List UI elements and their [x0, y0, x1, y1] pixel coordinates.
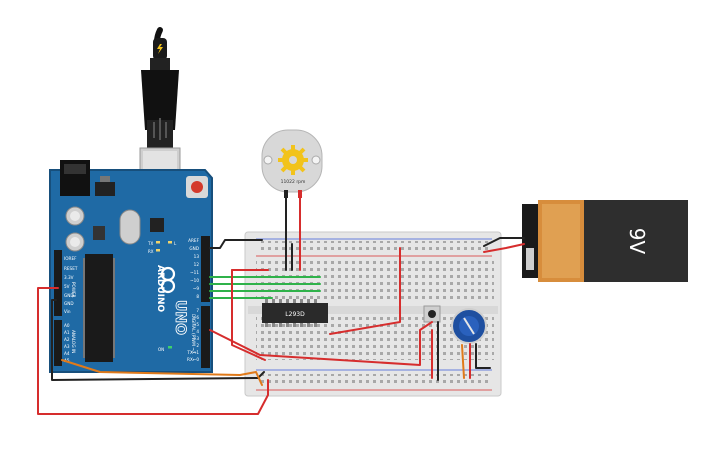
digital-pin-9: ~9 [193, 286, 200, 291]
digital-pin-11: ~11 [190, 270, 199, 275]
digital-pin-13: 13 [194, 254, 200, 259]
tx-led-label: TX [147, 241, 153, 246]
power-pin-vin: Vin [64, 309, 71, 314]
digital-pin-2: 2 [196, 343, 199, 348]
wire-red-vcc[interactable] [231, 269, 266, 361]
l293d-chip[interactable]: L293D [262, 299, 328, 327]
wire-5v-rail[interactable] [37, 287, 269, 415]
battery-voltage-label: 9V [625, 228, 649, 255]
analog-pin-a0: A0 [64, 323, 70, 328]
analog-pin-a1: A1 [64, 330, 70, 335]
analog-pin-a4: A4 [64, 351, 70, 356]
battery-9v[interactable]: 9V [522, 200, 688, 282]
terminal-strip-top[interactable] [256, 260, 494, 302]
wire-arduino-gnd[interactable] [209, 239, 263, 249]
power-header[interactable] [54, 250, 62, 316]
crystal-oscillator [119, 209, 141, 245]
digital-pin-1: TX→1 [186, 350, 199, 355]
l-led-label: L [174, 241, 177, 246]
power-pin-5v: 5V [64, 284, 70, 289]
potentiometer[interactable] [451, 308, 487, 344]
arduino-model: UNO [172, 300, 188, 335]
usb-cable[interactable] [139, 27, 181, 187]
atmega-chip [85, 254, 113, 362]
power-pin-reset: RESET [64, 266, 78, 271]
analog-pin-a2: A2 [64, 337, 70, 342]
ic-label: L293D [285, 311, 305, 318]
power-pin-3v3: 3.3V [64, 275, 74, 280]
motor-rpm-readout: 11022 rpm [281, 179, 306, 185]
lightning-icon [157, 44, 163, 54]
wire-gnd-rail[interactable] [51, 299, 265, 381]
arduino-uno-board[interactable]: IOREF RESET 3.3V 5V GND GND Vin A0 A1 A2… [49, 160, 213, 373]
digital-header-high[interactable] [201, 236, 210, 302]
power-pin-gnd-1: GND [64, 293, 74, 298]
dc-motor[interactable]: 11022 rpm [261, 129, 323, 198]
push-button[interactable] [423, 305, 441, 323]
digital-pin-6: ~6 [193, 315, 200, 320]
power-pin-gnd-2: GND [64, 301, 74, 306]
wire-battery-black[interactable] [483, 237, 525, 247]
digital-pin-7: 7 [196, 308, 199, 313]
wire-pin4-button[interactable] [209, 321, 433, 366]
power-section-label: POWER [71, 282, 76, 298]
digital-pin-8: 8 [196, 294, 199, 299]
gear-icon [278, 145, 308, 175]
power-pin-ioref: IOREF [64, 256, 77, 261]
analog-pin-a3: A3 [64, 344, 70, 349]
analog-section-label: ANALOG IN [71, 330, 76, 353]
digital-pin-4: 4 [196, 329, 199, 334]
on-led-label: ON [158, 347, 164, 352]
rx-led-label: RX [148, 249, 154, 254]
wire-battery-red[interactable] [483, 243, 525, 253]
digital-header-low[interactable] [201, 306, 210, 368]
digital-section-label: DIGITAL (PWM ~) [190, 314, 196, 353]
digital-pin-5: ~5 [193, 322, 200, 327]
digital-pin-0: RX←0 [187, 357, 199, 362]
top-power-rail[interactable] [260, 241, 488, 254]
digital-pin-3: ~3 [193, 336, 200, 341]
wire-a0-pot[interactable] [61, 359, 263, 386]
digital-pin-gnd: GND [189, 246, 199, 251]
digital-pin-10: ~10 [190, 278, 199, 283]
digital-pin-12: 12 [194, 262, 200, 267]
bottom-power-rail[interactable] [260, 374, 488, 387]
arduino-logo-icon [160, 266, 176, 294]
analog-header[interactable] [54, 320, 62, 366]
digital-pin-aref: AREF [188, 238, 199, 243]
analog-pin-a5: A5 [64, 358, 70, 363]
arduino-brand: ARDUINO [155, 265, 165, 313]
